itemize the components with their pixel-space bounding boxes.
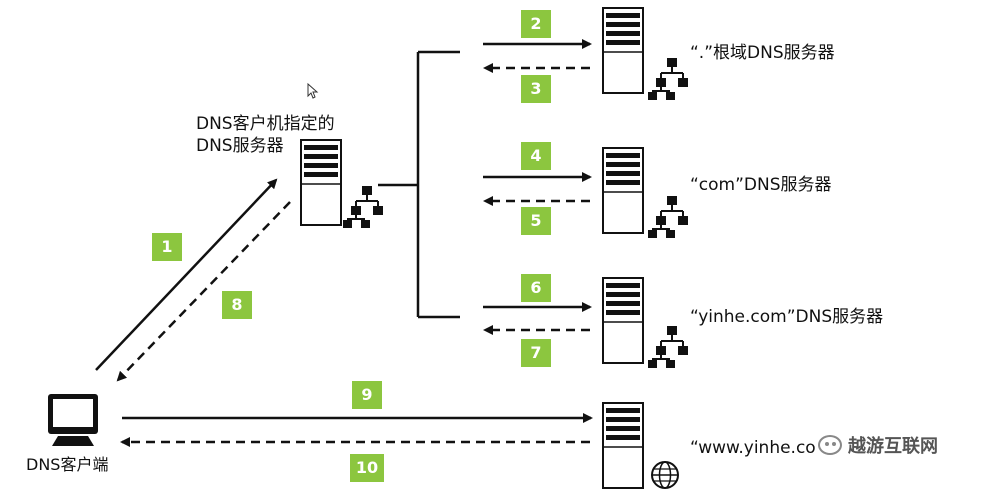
root-server-label: “.”根域DNS服务器 bbox=[690, 43, 835, 63]
step-badge-2: 2 bbox=[521, 10, 551, 38]
arrow-step-1 bbox=[95, 178, 278, 371]
monitor-icon bbox=[48, 394, 98, 446]
step-badge-5: 5 bbox=[521, 207, 551, 235]
step-badge-10: 10 bbox=[350, 454, 384, 482]
www-server bbox=[602, 402, 679, 489]
wechat-icon bbox=[818, 435, 842, 455]
step-badge-9: 9 bbox=[352, 381, 382, 409]
step-badge-4: 4 bbox=[521, 142, 551, 170]
watermark: 越游互联网 bbox=[818, 430, 938, 460]
arrow-step-8 bbox=[116, 201, 291, 382]
yinhe-server-label: “yinhe.com”DNS服务器 bbox=[690, 307, 884, 327]
step-badge-6: 6 bbox=[521, 274, 551, 302]
com-dns-server bbox=[602, 147, 689, 239]
server-tower-icon bbox=[602, 7, 644, 94]
server-tower-icon bbox=[602, 402, 644, 489]
network-tree-icon bbox=[647, 325, 689, 369]
local-server-label: DNS客户机指定的 DNS服务器 bbox=[196, 114, 335, 156]
network-tree-icon bbox=[647, 195, 689, 239]
step-badge-7: 7 bbox=[521, 339, 551, 367]
yinhe-dns-server bbox=[602, 277, 689, 369]
cursor-icon bbox=[307, 82, 319, 99]
forward-bracket bbox=[378, 50, 460, 319]
step-badge-8: 8 bbox=[222, 291, 252, 319]
server-tower-icon bbox=[602, 147, 644, 234]
com-server-label: “com”DNS服务器 bbox=[690, 175, 832, 195]
watermark-text: 越游互联网 bbox=[848, 436, 938, 457]
globe-icon bbox=[651, 461, 679, 489]
server-tower-icon bbox=[602, 277, 644, 364]
step-badge-3: 3 bbox=[521, 75, 551, 103]
network-tree-icon bbox=[647, 57, 689, 101]
step-badge-1: 1 bbox=[152, 233, 182, 261]
client-label: DNS客户端 bbox=[26, 455, 109, 474]
root-dns-server bbox=[602, 7, 689, 101]
network-tree-icon bbox=[342, 185, 384, 229]
www-server-label: “www.yinhe.co bbox=[690, 438, 816, 458]
